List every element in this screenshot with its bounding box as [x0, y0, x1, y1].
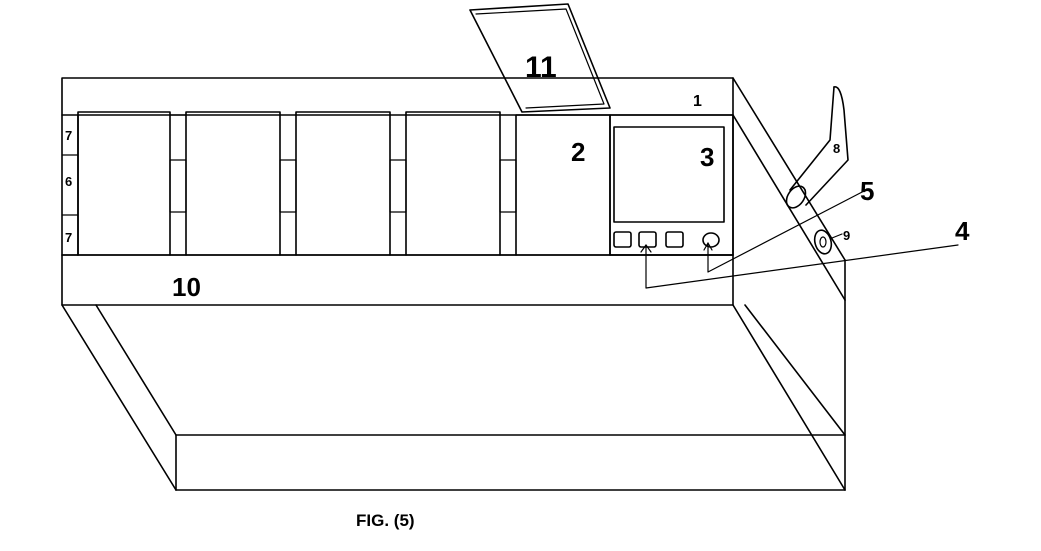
label-slot: 2 — [571, 137, 585, 167]
label-buttons: 4 — [955, 216, 970, 246]
label-base: 10 — [172, 272, 201, 302]
label-lid: 11 — [525, 51, 557, 84]
display-screen — [613, 126, 725, 223]
base-tray — [61, 254, 846, 491]
label-frame: 1 — [693, 93, 702, 110]
label-hinge-bottom: 7 — [65, 230, 72, 245]
label-knob: 5 — [860, 176, 874, 206]
control-knob — [702, 232, 720, 248]
button-1 — [613, 231, 632, 248]
side-port — [813, 229, 843, 255]
figure-caption: FIG. (5) — [356, 511, 415, 530]
label-lever: 8 — [833, 141, 840, 156]
compartment-row — [61, 111, 734, 256]
side-lever — [785, 86, 849, 209]
button-3 — [665, 231, 684, 248]
control-panel — [609, 114, 734, 256]
button-2 — [638, 231, 657, 248]
label-latch: 6 — [65, 174, 72, 189]
leader-lines — [640, 189, 959, 289]
label-hinge-top: 7 — [65, 128, 72, 143]
label-port: 9 — [843, 228, 850, 243]
label-screen: 3 — [700, 142, 714, 172]
